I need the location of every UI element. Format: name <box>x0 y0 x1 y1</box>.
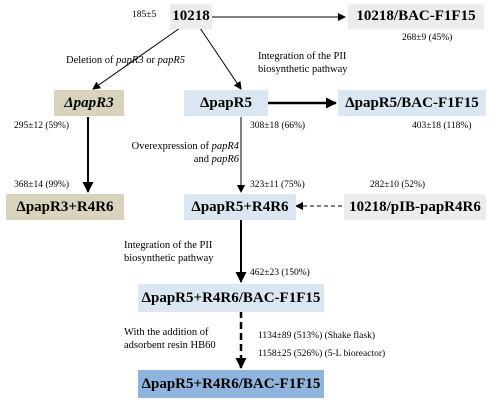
value-resin-shake-flask: 1134±89 (513%) (Shake flask) <box>258 331 375 341</box>
node-papr5-bac-label: ΔpapR5/BAC-F1F15 <box>345 94 479 111</box>
node-wild-type: 10218 <box>170 4 212 29</box>
node-wild-type-bac-label: 10218/BAC-F1F15 <box>356 8 476 24</box>
node-papr5-r4r6-bac: ΔpapR5+R4R6/BAC-F1F15 <box>138 284 324 312</box>
value-papr3-r4r6: 368±14 (99%) <box>14 180 70 190</box>
node-papr3: ΔpapR3 <box>54 90 124 116</box>
node-wild-type-bac: 10218/BAC-F1F15 <box>348 4 484 29</box>
value-papr5-bac: 403±18 (118%) <box>412 121 472 131</box>
node-papr3-r4r6-label: ΔpapR3+R4R6 <box>16 198 114 215</box>
node-papr5-r4r6: ΔpapR5+R4R6 <box>184 194 296 220</box>
node-papr3-label: ΔpapR3 <box>64 94 114 111</box>
value-wild-type: 185±5 <box>132 10 157 20</box>
value-resin-bioreactor: 1158±25 (526%) (5-L bioreactor) <box>258 349 386 359</box>
label-deletion: Deletion of papR3 or papR5 <box>66 55 185 66</box>
node-papr3-r4r6: ΔpapR3+R4R6 <box>6 194 124 220</box>
node-papr5-r4r6-bac-label: ΔpapR5+R4R6/BAC-F1F15 <box>141 289 321 306</box>
value-papr5: 308±18 (66%) <box>250 121 306 131</box>
node-wild-type-pib: 10218/pIB-papR4R6 <box>344 194 486 220</box>
value-papr5-r4r6-bac: 462±23 (150%) <box>250 268 310 278</box>
node-wild-type-pib-label: 10218/pIB-papR4R6 <box>349 198 481 215</box>
node-wild-type-label: 10218 <box>172 8 210 24</box>
value-papr5-r4r6: 323±11 (75%) <box>250 180 305 190</box>
value-papr3: 295±12 (59%) <box>14 121 70 131</box>
value-wild-type-pib: 282±10 (52%) <box>370 180 426 190</box>
label-overexpression: Overexpression of papR4 and papR6 <box>131 141 239 165</box>
node-papr5: ΔpapR5 <box>184 90 268 116</box>
value-wild-type-bac: 268±9 (45%) <box>402 33 453 43</box>
node-papr5-r4r6-bac-resin-label: ΔpapR5+R4R6/BAC-F1F15 <box>141 375 321 392</box>
node-papr5-r4r6-label: ΔpapR5+R4R6 <box>191 198 289 215</box>
arrow-wt-to-papr3 <box>92 27 181 90</box>
node-papr5-label: ΔpapR5 <box>200 94 252 111</box>
node-papr5-bac: ΔpapR5/BAC-F1F15 <box>338 90 486 116</box>
node-papr5-r4r6-bac-resin: ΔpapR5+R4R6/BAC-F1F15 <box>138 370 324 398</box>
arrow-wt-to-papr5 <box>199 27 242 90</box>
